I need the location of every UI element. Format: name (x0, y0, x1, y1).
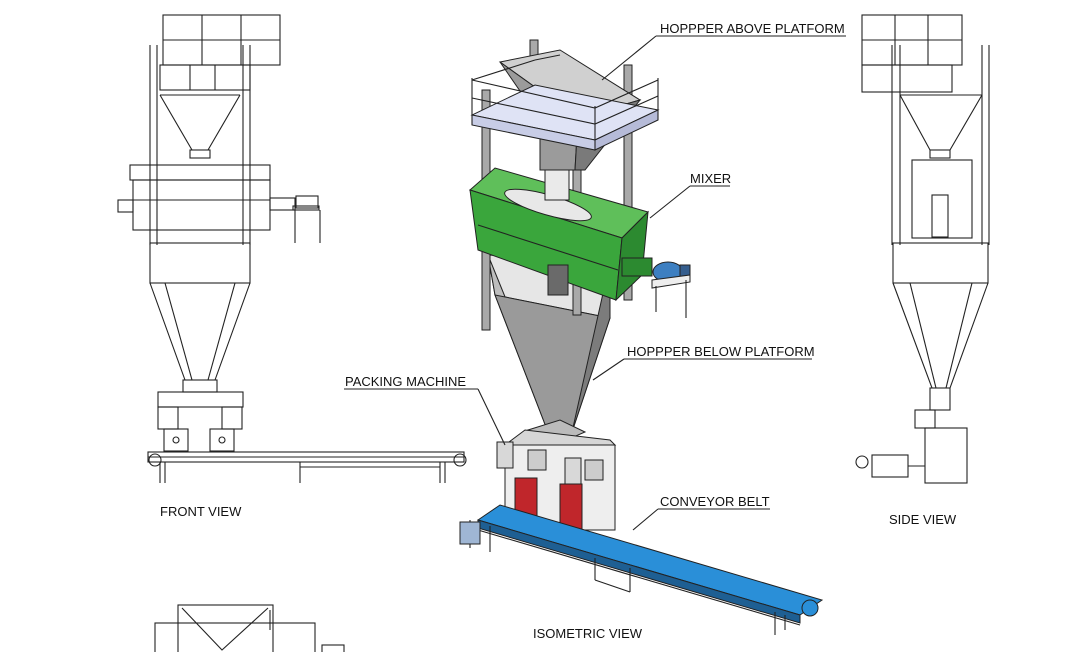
callout-mixer: MIXER (690, 171, 731, 186)
bottom-view-drawing (154, 604, 345, 652)
conveyor-belt-shape (459, 504, 824, 635)
isometric-view-label: ISOMETRIC VIEW (533, 626, 643, 641)
front-view-drawing (117, 14, 467, 483)
callout-packing-machine: PACKING MACHINE (345, 374, 466, 389)
isometric-view-drawing (344, 35, 846, 635)
front-view-label: FRONT VIEW (160, 504, 242, 519)
mixer-shape (469, 167, 691, 318)
side-view-drawing (855, 14, 990, 484)
callout-hopper-below-platform: HOPPPER BELOW PLATFORM (627, 344, 815, 359)
callout-conveyor-belt: CONVEYOR BELT (660, 494, 770, 509)
callout-leaders (344, 35, 846, 531)
callout-hopper-above-platform: HOPPPER ABOVE PLATFORM (660, 21, 845, 36)
platform-shape (470, 54, 660, 151)
side-view-label: SIDE VIEW (889, 512, 957, 527)
